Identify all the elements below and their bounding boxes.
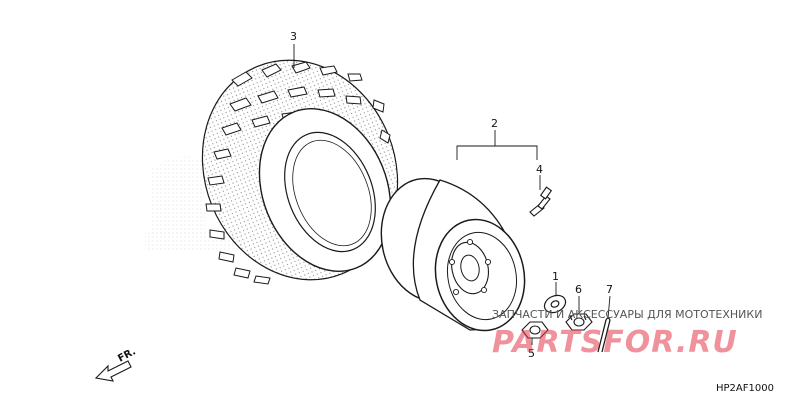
callout-4: 4 xyxy=(536,163,543,176)
wheel-rim xyxy=(380,177,526,332)
castle-nut xyxy=(565,313,593,331)
wheel-nut-left xyxy=(521,321,549,339)
callout-1: 1 xyxy=(552,270,559,283)
leader-lines xyxy=(293,44,611,345)
callout-7: 7 xyxy=(606,283,613,296)
washer xyxy=(543,294,567,314)
callout-3: 3 xyxy=(290,30,297,43)
callout-5: 5 xyxy=(528,347,535,360)
tire xyxy=(201,59,399,285)
tire-tread-knobs xyxy=(205,61,391,285)
watermark-logo: PARTSFOR.RU xyxy=(492,325,738,360)
valve-stem xyxy=(529,186,553,217)
watermark: ЗАПЧАСТИ И АКСЕССУАРЫ ДЛЯ МОТОТЕХНИКИ PA… xyxy=(492,308,762,360)
callout-6: 6 xyxy=(575,283,582,296)
watermark-tagline: ЗАПЧАСТИ И АКСЕССУАРЫ ДЛЯ МОТОТЕХНИКИ xyxy=(492,308,762,321)
front-direction-arrow-icon: FR. xyxy=(94,346,138,382)
diagram-code: HP2AF1000 xyxy=(716,383,774,394)
callout-2: 2 xyxy=(491,117,498,130)
